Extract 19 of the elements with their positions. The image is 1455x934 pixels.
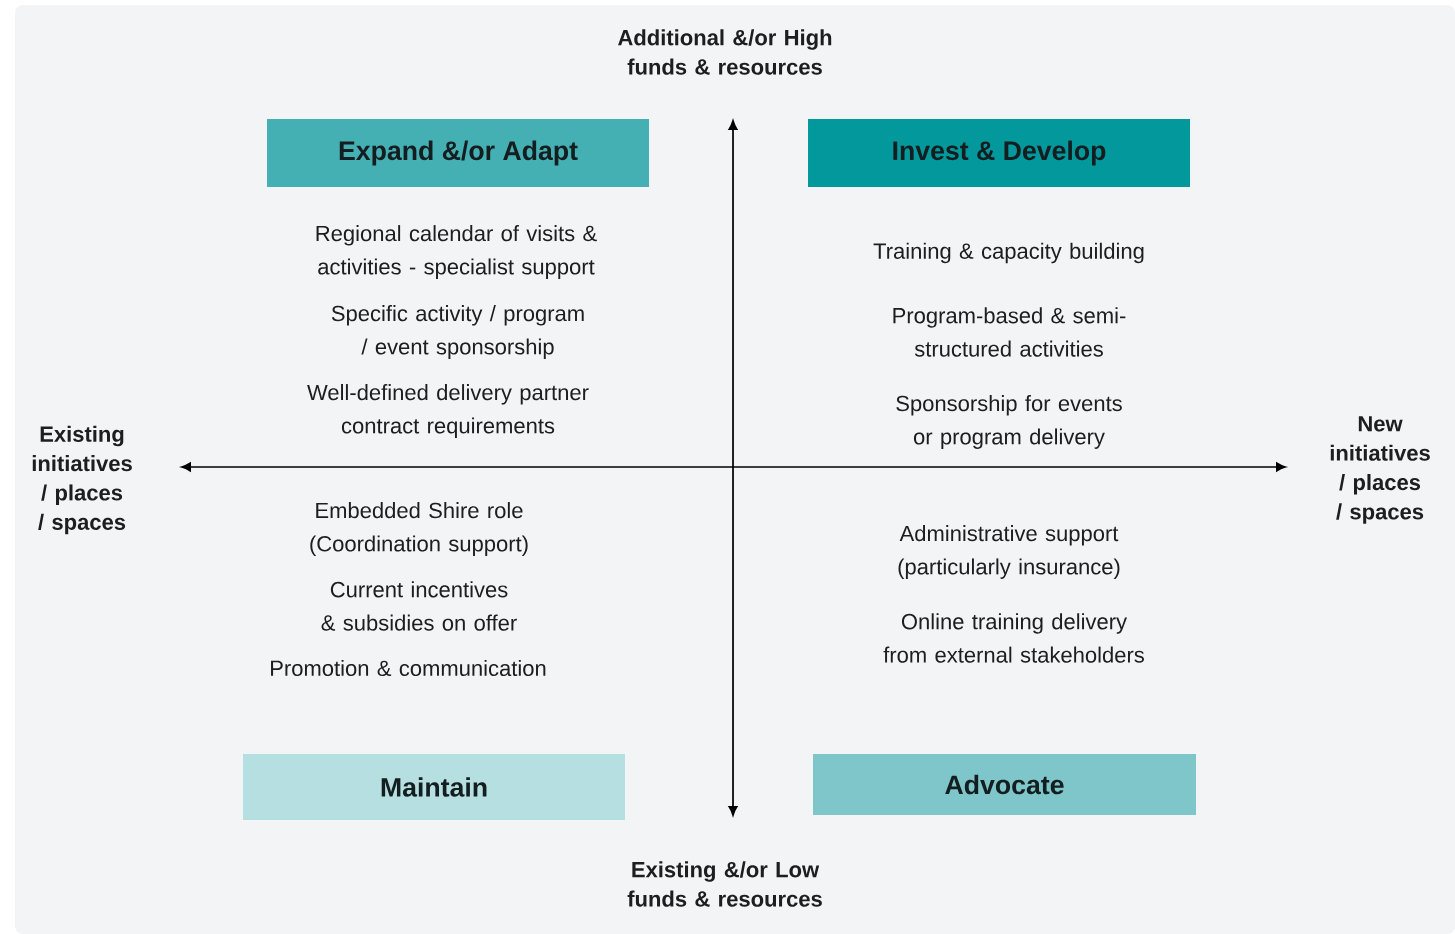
- quadrant-item: Regional calendar of visits & activities - specialist support: [316, 225, 597, 279]
- axis-label: Existing &/or Low funds & resources: [627, 861, 822, 907]
- axis-label: Existing initiatives / places / spaces: [32, 425, 132, 535]
- quadrant-item: Program-based & semi-structured activities: [893, 307, 1126, 357]
- quadrant-item: Embedded Shire role (Coordination support): [310, 502, 528, 556]
- quadrant-item: Well-defined delivery partner contract requirements: [307, 384, 589, 438]
- quadrant-item: Training & capacity building: [873, 242, 1144, 264]
- quadrant-header: Advocate: [813, 754, 1196, 815]
- quadrant-item: Administrative support (particularly insurance): [898, 525, 1120, 579]
- axis-label: New initiatives / places / spaces: [1330, 416, 1430, 524]
- quadrant-item: Online training delivery from external stakeholders: [883, 613, 1144, 663]
- axis-label: Additional &/or High funds & resources: [618, 29, 832, 75]
- quadrant-item: Sponsorship for events or program delivery: [896, 395, 1122, 449]
- quadrant-header: Maintain: [243, 754, 625, 820]
- quadrant-item: Promotion & communication: [271, 659, 546, 677]
- quadrant-item: Specific activity / program / event sponsorship: [331, 305, 584, 359]
- quadrant-header: Expand &/or Adapt: [267, 119, 649, 187]
- quadrant-item: Current incentives & subsidies on offer: [321, 581, 517, 631]
- quadrant-header: Invest & Develop: [808, 119, 1190, 187]
